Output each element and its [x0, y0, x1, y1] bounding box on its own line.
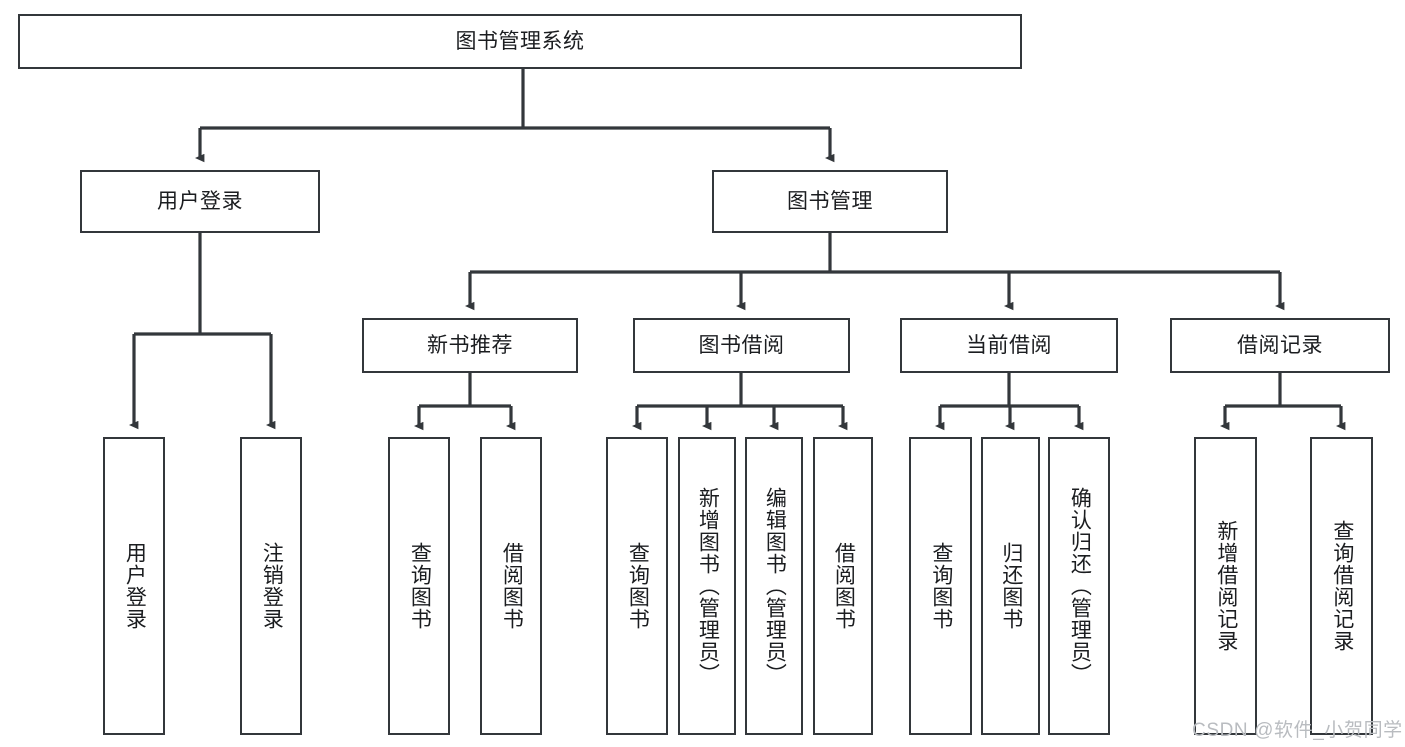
node-root[interactable]: 图书管理系统 [18, 14, 1022, 69]
node-user-login-label: 用户登录 [157, 189, 243, 213]
leaf-user-login[interactable]: 用户登录 [103, 437, 165, 735]
leaf-edit-book-admin-label: 编辑图书（管理员） [763, 487, 787, 685]
node-borrow-record-label: 借阅记录 [1237, 333, 1323, 357]
leaf-add-book-admin-label: 新增图书（管理员） [696, 487, 720, 685]
leaf-query-book-current-label: 查询图书 [929, 542, 953, 630]
leaf-return-book[interactable]: 归还图书 [981, 437, 1040, 735]
leaf-logout[interactable]: 注销登录 [240, 437, 302, 735]
leaf-confirm-return-admin[interactable]: 确认归还（管理员） [1048, 437, 1110, 735]
node-root-label: 图书管理系统 [455, 29, 585, 53]
leaf-query-book-borrow[interactable]: 查询图书 [606, 437, 668, 735]
leaf-add-borrow-record-label: 新增借阅记录 [1214, 520, 1238, 652]
leaf-borrow-book-recommend[interactable]: 借阅图书 [480, 437, 542, 735]
leaf-query-book-borrow-label: 查询图书 [626, 542, 650, 630]
leaf-borrow-book[interactable]: 借阅图书 [813, 437, 873, 735]
leaf-add-book-admin[interactable]: 新增图书（管理员） [678, 437, 736, 735]
leaf-query-borrow-record-label: 查询借阅记录 [1330, 520, 1354, 652]
node-book-management-label: 图书管理 [787, 189, 873, 213]
leaf-return-book-label: 归还图书 [999, 542, 1023, 630]
leaf-query-book-current[interactable]: 查询图书 [909, 437, 972, 735]
csdn-watermark: CSDN @软件_小贺同学 [1192, 720, 1403, 741]
leaf-add-borrow-record[interactable]: 新增借阅记录 [1194, 437, 1257, 735]
leaf-borrow-book-label: 借阅图书 [832, 542, 856, 630]
node-book-management[interactable]: 图书管理 [712, 170, 948, 233]
leaf-user-login-label: 用户登录 [123, 542, 147, 630]
node-current-borrow[interactable]: 当前借阅 [900, 318, 1118, 373]
node-new-book-recommend-label: 新书推荐 [427, 333, 513, 357]
node-book-borrow[interactable]: 图书借阅 [633, 318, 850, 373]
leaf-query-book-recommend-label: 查询图书 [408, 542, 432, 630]
leaf-query-book-recommend[interactable]: 查询图书 [388, 437, 450, 735]
leaf-logout-label: 注销登录 [260, 542, 284, 630]
node-user-login[interactable]: 用户登录 [80, 170, 320, 233]
leaf-edit-book-admin[interactable]: 编辑图书（管理员） [745, 437, 803, 735]
node-borrow-record[interactable]: 借阅记录 [1170, 318, 1390, 373]
leaf-borrow-book-recommend-label: 借阅图书 [500, 542, 524, 630]
node-current-borrow-label: 当前借阅 [966, 333, 1052, 357]
leaf-confirm-return-admin-label: 确认归还（管理员） [1068, 487, 1092, 685]
node-new-book-recommend[interactable]: 新书推荐 [362, 318, 578, 373]
leaf-query-borrow-record[interactable]: 查询借阅记录 [1310, 437, 1373, 735]
node-book-borrow-label: 图书借阅 [698, 333, 785, 357]
